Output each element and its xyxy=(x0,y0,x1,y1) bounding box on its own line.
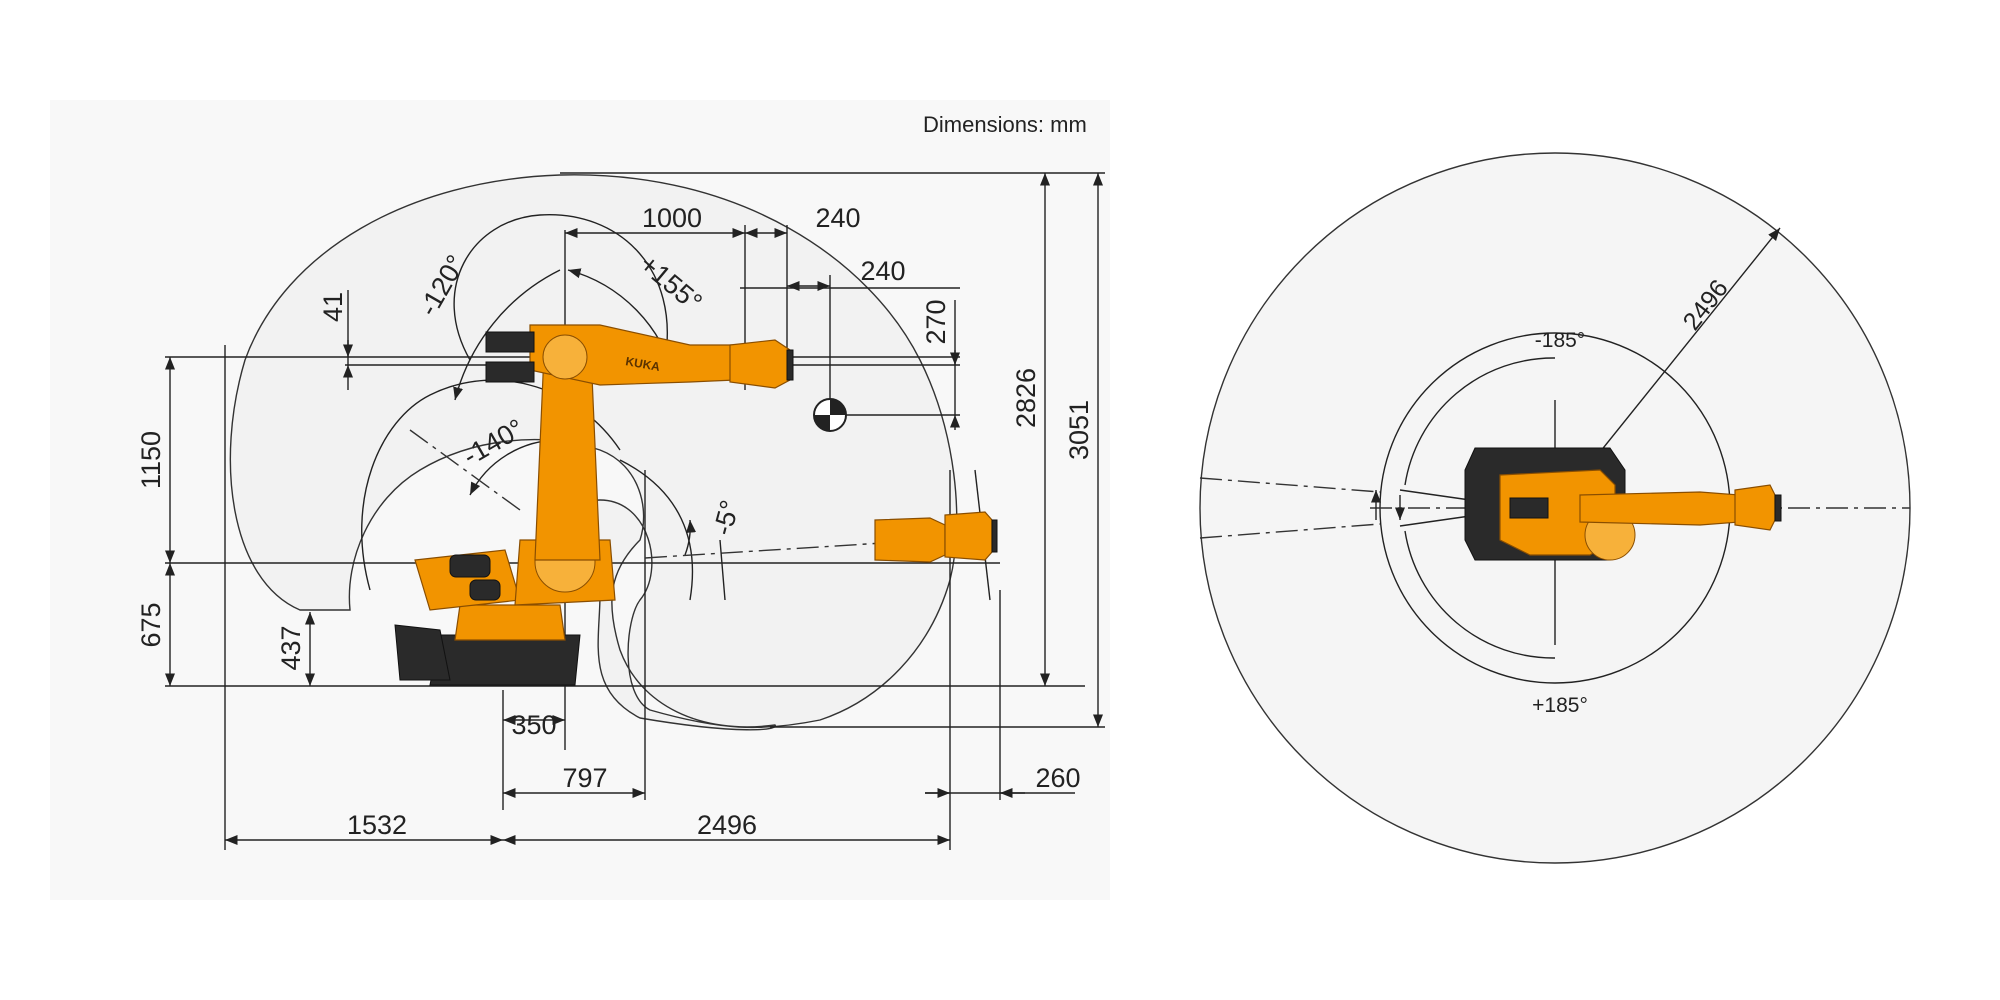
top-view: -185° +185° 2496 xyxy=(1185,95,1975,875)
dim-label-2826: 2826 xyxy=(1011,368,1041,428)
extended-wrist-body xyxy=(874,517,946,563)
dim-label-437: 437 xyxy=(276,625,306,670)
dim-label-3051: 3051 xyxy=(1064,400,1094,460)
top-view-arc-plus185 xyxy=(1404,530,1556,659)
robot-base xyxy=(429,634,581,686)
robot-brand-label: KUKA xyxy=(624,354,661,374)
axis2-swing-arc xyxy=(453,214,668,361)
dim-label-240-b: 240 xyxy=(860,256,905,286)
robot-cable-box xyxy=(394,624,451,681)
angle-arc-minus120 xyxy=(453,269,561,401)
top-view-arc-minus185 xyxy=(1404,357,1556,486)
robot-motor-a1 xyxy=(449,554,491,578)
top-view-limit-tick-a xyxy=(1399,489,1471,501)
dim-label-260: 260 xyxy=(1035,763,1080,793)
robot-top-flange xyxy=(1774,494,1782,522)
top-view-limit-line-b xyxy=(1199,523,1381,539)
robot-motor-a2 xyxy=(469,579,501,601)
angle-arc-minus5 xyxy=(684,519,697,556)
dim-label-41: 41 xyxy=(318,292,348,322)
robot-flange xyxy=(786,349,794,381)
robot-top-view xyxy=(1464,447,1782,561)
dim-label-1532: 1532 xyxy=(347,810,407,840)
top-view-angle-plus185: +185° xyxy=(1532,694,1588,717)
robot-wrist xyxy=(729,339,791,389)
dim-label-270: 270 xyxy=(921,299,951,344)
angle-tick-a xyxy=(719,539,726,601)
robot-motor-a5 xyxy=(485,361,535,383)
dim-label-2496: 2496 xyxy=(697,810,757,840)
robot-side-view: KUKA xyxy=(394,324,794,686)
axis3-swing-arc xyxy=(619,459,694,601)
axis3-dashdot-line xyxy=(409,429,521,511)
dim-label-240-a: 240 xyxy=(815,203,860,233)
dim-label-675: 675 xyxy=(136,602,166,647)
units-note: Dimensions: mm xyxy=(923,112,1087,137)
robot-top-arm xyxy=(1579,491,1741,526)
top-view-angle-minus185: -185° xyxy=(1535,329,1585,352)
robot-top-motor xyxy=(1509,497,1549,519)
extended-wrist-head xyxy=(944,511,993,561)
dim-label-797: 797 xyxy=(562,763,607,793)
robot-axis3-joint xyxy=(542,334,588,380)
side-view-work-envelope xyxy=(229,174,958,731)
top-view-limit-line-a xyxy=(1199,477,1381,493)
side-view: KUKA Dimensions: mm 1000 240 240 350 797… xyxy=(50,100,1110,900)
robot-extended-wrist xyxy=(874,511,998,563)
robot-top-wrist xyxy=(1734,484,1776,531)
dim-label-1000: 1000 xyxy=(642,203,702,233)
dim-label-350: 350 xyxy=(511,710,556,740)
dim-label-1150: 1150 xyxy=(136,431,166,489)
extended-flange xyxy=(991,519,998,553)
tool-centre-point-symbol xyxy=(813,398,847,432)
top-view-limit-tick-b xyxy=(1399,515,1471,527)
robot-motor-a4 xyxy=(485,331,535,353)
robot-turntable xyxy=(454,604,566,641)
